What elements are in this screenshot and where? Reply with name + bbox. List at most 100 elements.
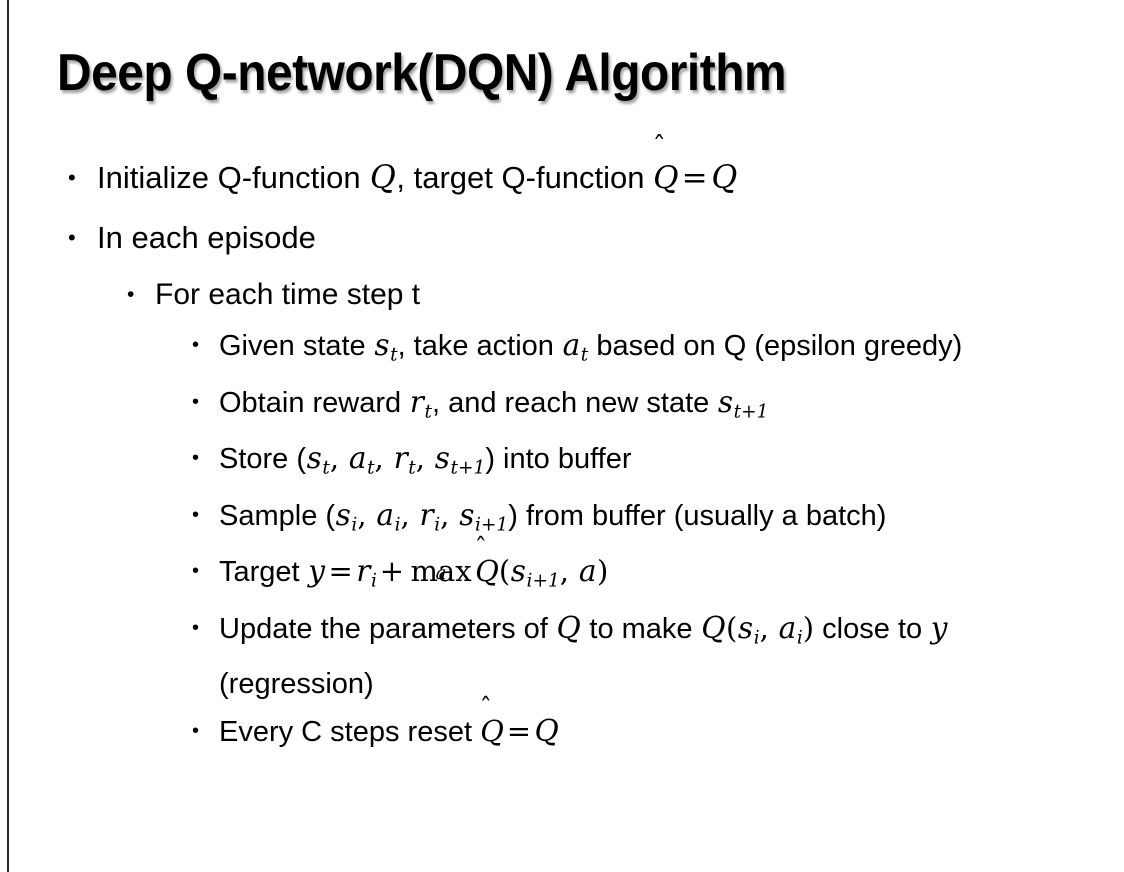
math-subscript-i: i — [434, 514, 441, 536]
math-var-s2: s — [434, 441, 450, 476]
math-paren-open: ( — [498, 554, 511, 589]
bullet-text: Initialize Q-function Q, target Q-functi… — [97, 148, 1124, 208]
math-var-s: s — [374, 328, 390, 362]
math-max-limit: a — [435, 562, 447, 584]
bullet-store-transition: • Store (st, at, rt, st+1) into buffer — [0, 435, 1124, 492]
math-var-y: y — [308, 554, 325, 589]
bullet-in-each-episode: • In each episode — [0, 208, 1124, 268]
text-segment: Target — [219, 556, 308, 589]
bullet-sample-batch: • Sample (si, ai, ri, si+1) from buffer … — [0, 492, 1124, 549]
math-subscript-t: t — [424, 401, 432, 423]
math-equals: = — [506, 714, 532, 749]
math-var-a: a — [348, 441, 367, 476]
math-paren-close: ) — [802, 610, 815, 645]
math-subscript-i: i — [351, 514, 358, 536]
math-subscript-i: i — [370, 570, 377, 592]
bullet-target-equation: • Target y=ri+maxâQ(si+1, a) — [0, 548, 1124, 605]
math-subscript-t: t — [580, 344, 589, 366]
math-separator: , — [440, 497, 459, 532]
math-var-q: Q — [534, 714, 559, 749]
math-var-s2: s — [459, 497, 475, 532]
math-var-q-hat: ̂Q — [475, 548, 499, 595]
math-var-q-hat: ̂Q — [653, 148, 678, 208]
math-separator: , — [357, 497, 376, 532]
math-max-label: max — [410, 554, 472, 589]
math-var-a: a — [578, 554, 597, 589]
text-segment: Sample ( — [219, 499, 336, 532]
text-segment: Given state — [219, 330, 374, 362]
bullet-marker: • — [192, 720, 200, 743]
bullet-text: In each episode — [97, 220, 316, 255]
math-var-q-hat: ̂Q — [480, 708, 504, 755]
text-segment: close to — [814, 612, 931, 645]
text-segment: ) into buffer — [485, 443, 632, 476]
text-segment: Store ( — [219, 443, 307, 476]
bullet-text: Target y=ri+maxâQ(si+1, a) — [219, 548, 1096, 605]
bullet-text: Given state st, take action at based on … — [219, 322, 1096, 379]
math-subscript-i: i — [394, 514, 401, 536]
math-var-s: s — [335, 497, 351, 532]
math-var-q-base: Q — [475, 554, 499, 589]
math-var-q: Q — [369, 160, 396, 196]
math-var-r: r — [419, 497, 434, 532]
bullet-for-each-time-step: • For each time step t — [0, 268, 1124, 322]
math-subscript-i: i — [753, 627, 760, 649]
math-subscript-t-plus-1: t+1 — [450, 457, 486, 479]
math-var-r: r — [409, 384, 424, 419]
math-var-a: a — [778, 610, 797, 645]
math-var-s: s — [510, 554, 526, 589]
math-var-q: Q — [556, 610, 581, 645]
bullet-text: Update the parameters of Q to make Q(si,… — [219, 605, 1096, 709]
math-separator: , — [374, 441, 393, 476]
math-var-s: s — [737, 610, 754, 645]
bullet-marker: • — [192, 447, 200, 470]
math-subscript-i: i — [796, 627, 803, 649]
bullet-reset-target-network: • Every C steps reset ̂Q=Q — [0, 708, 1124, 756]
math-subscript-t: t — [367, 457, 375, 479]
math-equals: = — [328, 554, 353, 589]
text-segment: ) from buffer (usually a batch) — [508, 499, 887, 532]
math-var-a: a — [376, 497, 394, 532]
bullet-text: Every C steps reset ̂Q=Q — [219, 708, 1096, 756]
math-var-q2: Q — [701, 610, 726, 645]
bullet-text: Obtain reward rt, and reach new state st… — [219, 379, 1096, 436]
math-paren-open: ( — [726, 610, 738, 645]
math-var-s: s — [306, 441, 322, 476]
bullet-update-parameters: • Update the parameters of Q to make Q(s… — [0, 605, 1124, 709]
math-subscript-t: t — [408, 457, 416, 479]
bullet-marker: • — [127, 283, 135, 306]
bullet-marker: • — [192, 390, 200, 413]
math-var-q2: Q — [711, 160, 738, 196]
text-segment: Every C steps reset — [219, 716, 481, 749]
text-segment: , take action — [397, 330, 562, 362]
text-segment: to make — [581, 612, 701, 645]
page-title: Deep Q-network(DQN) Algorithm — [57, 44, 787, 102]
text-segment: Initialize Q-function — [97, 160, 370, 195]
left-edge-rule — [7, 0, 9, 872]
bullet-marker: • — [192, 503, 200, 526]
bullet-marker: • — [192, 616, 200, 639]
math-var-r: r — [356, 554, 371, 589]
bullet-marker: • — [192, 560, 200, 583]
math-subscript-t: t — [322, 457, 330, 479]
bullet-marker: • — [68, 225, 76, 250]
math-equals: = — [681, 160, 708, 196]
math-subscript-i-plus-1: i+1 — [474, 514, 509, 536]
math-separator: , — [559, 554, 579, 589]
bullet-text: For each time step t — [155, 278, 421, 311]
math-var-s: s — [717, 384, 734, 419]
bullet-initialize: • Initialize Q-function Q, target Q-func… — [0, 148, 1124, 208]
text-segment: (regression) — [219, 668, 374, 701]
math-separator: , — [400, 497, 419, 532]
math-var-q-base: Q — [653, 160, 679, 196]
bullet-marker: • — [192, 334, 200, 356]
text-segment: , and reach new state — [431, 386, 718, 419]
math-var-y: y — [930, 610, 948, 645]
text-segment: based on Q (epsilon greedy) — [588, 330, 963, 362]
math-var-q-base: Q — [480, 714, 504, 749]
math-var-a: a — [562, 328, 581, 362]
math-var-r: r — [393, 441, 408, 476]
bullet-obtain-reward: • Obtain reward rt, and reach new state … — [0, 379, 1124, 436]
